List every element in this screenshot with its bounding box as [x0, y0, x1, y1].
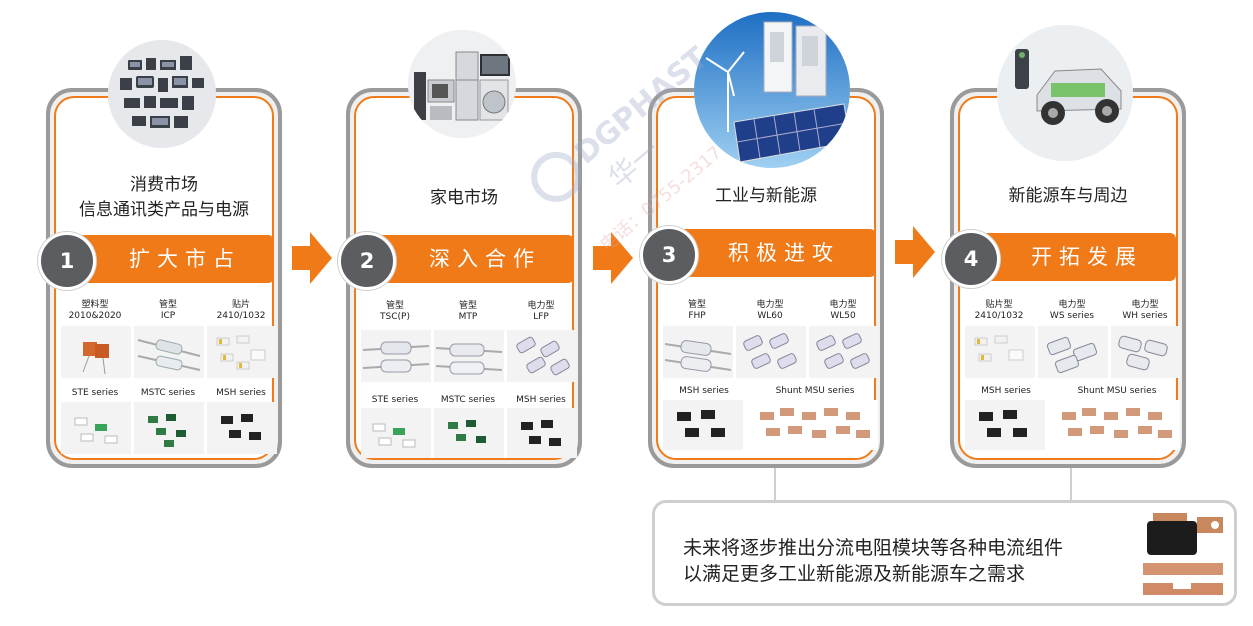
stage-4-subtitle-line-1: 新能源车与周边	[1008, 186, 1128, 206]
note-line-1: 未来将逐步推出分流电阻模块等各种电流组件	[683, 537, 1064, 559]
product-image-ws-series	[1038, 326, 1108, 378]
stage-1-subtitle: 消费市场 信息通讯类产品与电源	[46, 173, 282, 223]
stage-4-title: 开拓发展	[1031, 245, 1143, 269]
product-label: MSH series	[516, 395, 566, 405]
product-label: STE series	[71, 388, 119, 398]
stage-2-title: 深入合作	[429, 247, 541, 271]
stage-2-subtitle: 家电市场	[346, 186, 582, 211]
product-image-mtp	[434, 330, 504, 382]
product-image-msh	[663, 400, 743, 450]
stage-2-banner: 深入合作	[370, 235, 574, 283]
stage-3-number-badge: 3	[640, 226, 698, 284]
product-label: Shunt MSU series	[775, 386, 855, 396]
product-image-lfp	[507, 330, 577, 382]
connector-line	[774, 468, 776, 500]
product-image-msh	[507, 408, 577, 458]
note-line-2: 以满足更多工业新能源及新能源车之需求	[683, 563, 1026, 585]
ev-car-icon	[997, 25, 1133, 161]
product-image-tube-fuse	[134, 326, 204, 378]
product-image-fhp	[663, 326, 733, 378]
product-image-smd-chip	[965, 326, 1035, 378]
product-image-tsc	[361, 330, 431, 382]
stage-3-subtitle-line-1: 工业与新能源	[715, 186, 817, 206]
connector-line	[1070, 468, 1072, 500]
stage-3-subtitle: 工业与新能源	[648, 184, 884, 209]
arrow-right-icon	[292, 232, 332, 284]
product-image-plastic-resistor	[61, 326, 131, 378]
stage-1-number-badge: 1	[38, 232, 96, 290]
stage-2-number-badge: 2	[338, 232, 396, 290]
product-label: MSH series	[216, 388, 266, 398]
stage-2-subtitle-line-1: 家电市场	[430, 188, 498, 208]
product-image-mstc	[434, 408, 504, 458]
product-image-ste	[61, 402, 131, 454]
product-image-msh	[207, 402, 277, 454]
stage-1-banner: 扩大市占	[70, 235, 274, 283]
stage-4-number-badge: 4	[942, 230, 1000, 288]
stage-3-title: 积极进攻	[728, 241, 840, 265]
future-plan-note: 未来将逐步推出分流电阻模块等各种电流组件 以满足更多工业新能源及新能源车之需求	[652, 500, 1237, 606]
product-image-shunt-msu	[1054, 400, 1180, 450]
arrow-right-icon	[593, 232, 633, 284]
product-label: Shunt MSU series	[1077, 386, 1157, 396]
product-image-smd-chip	[207, 326, 277, 378]
product-label: MSH series	[679, 386, 729, 396]
stage-1-subtitle-line-2: 信息通讯类产品与电源	[79, 200, 249, 220]
product-label: MSTC series	[440, 395, 496, 405]
appliances-icon	[408, 30, 516, 138]
wind-solar-icon	[694, 12, 850, 168]
product-image-shunt-msu	[752, 400, 878, 450]
shunt-module-icon	[1143, 513, 1223, 595]
product-image-wh-series	[1111, 326, 1181, 378]
product-image-wl60	[736, 326, 806, 378]
product-image-ste	[361, 408, 431, 458]
product-label: MSH series	[981, 386, 1031, 396]
arrow-right-icon	[895, 226, 935, 278]
product-image-wl50	[809, 326, 879, 378]
stage-4-subtitle: 新能源车与周边	[950, 184, 1186, 209]
product-image-msh	[965, 400, 1045, 450]
product-label: STE series	[371, 395, 419, 405]
product-image-mstc	[134, 402, 204, 454]
electronics-icon	[108, 40, 216, 148]
stage-4-banner: 开拓发展	[974, 233, 1176, 281]
stage-1-subtitle-line-1: 消费市场	[130, 175, 198, 195]
stage-3-banner: 积极进攻	[672, 229, 876, 277]
stage-1-title: 扩大市占	[129, 247, 241, 271]
product-label: MSTC series	[140, 388, 196, 398]
